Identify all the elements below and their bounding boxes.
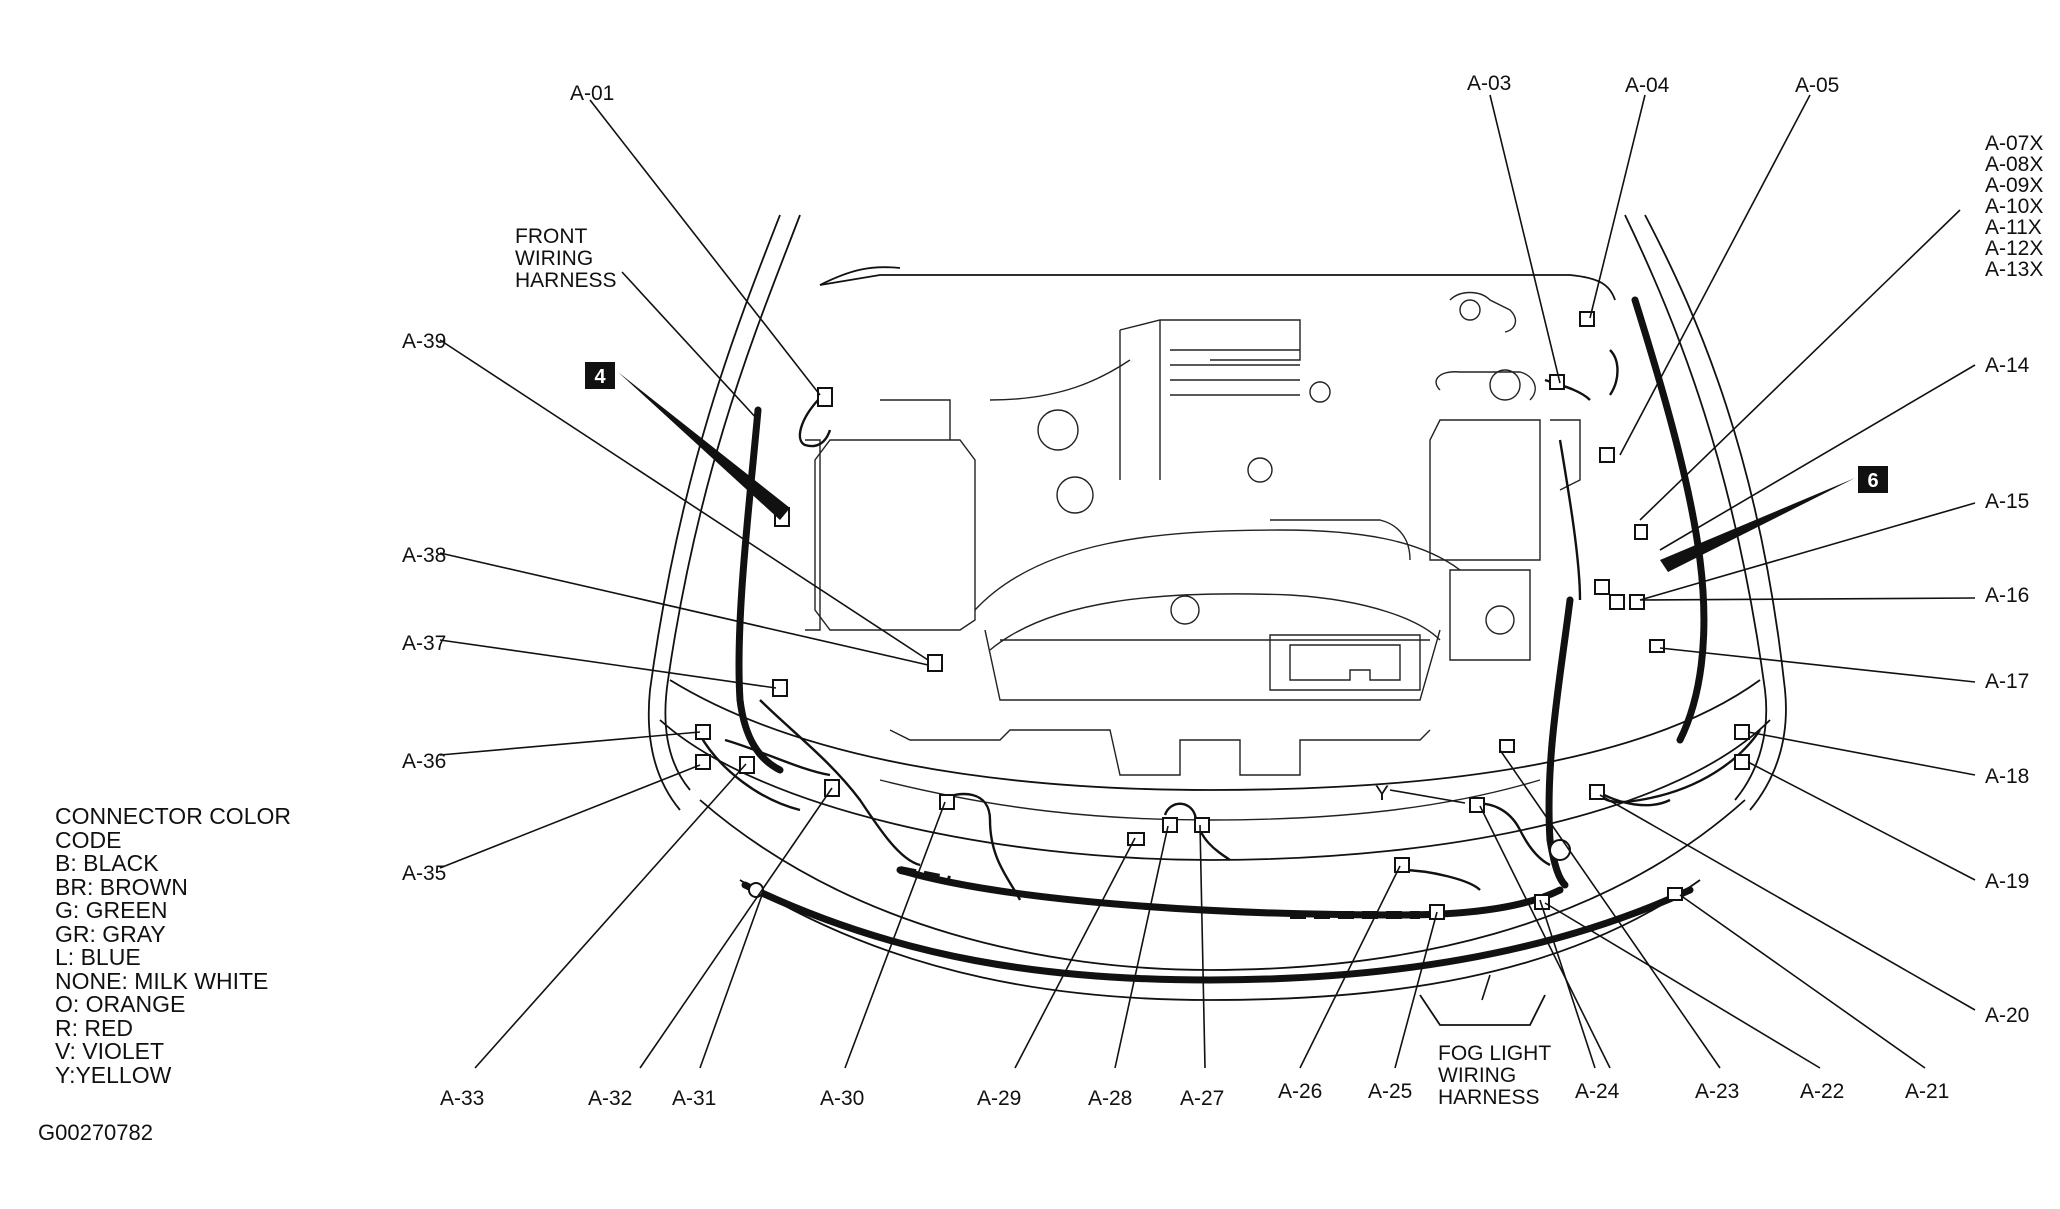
legend-item: NONE: MILK WHITE — [55, 967, 269, 994]
callout-6: 6 — [1660, 466, 1888, 572]
vehicle-body-outline — [647, 214, 1787, 1026]
label-a14: A-14 — [1985, 354, 2030, 377]
front-harness-line3: HARNESS — [515, 269, 617, 292]
callout-6-label: 6 — [1867, 470, 1878, 492]
connector-labels: A-01 A-03 A-04 A-05 A-07X A-08X A-09X A-… — [402, 72, 2043, 1110]
legend-item: Y:YELLOW — [55, 1061, 172, 1088]
label-a03: A-03 — [1467, 72, 1511, 95]
label-a29: A-29 — [977, 1087, 1021, 1110]
label-a10x: A-10X — [1985, 195, 2043, 218]
label-a21: A-21 — [1905, 1080, 1949, 1103]
legend-title-line2: CODE — [55, 826, 122, 853]
label-a30: A-30 — [820, 1087, 864, 1110]
label-a05: A-05 — [1795, 74, 1839, 97]
connector-symbols — [695, 311, 1750, 920]
label-a23: A-23 — [1695, 1080, 1739, 1103]
label-a07x: A-07X — [1985, 132, 2043, 155]
legend-item: R: RED — [55, 1014, 133, 1041]
callout-4-label: 4 — [594, 366, 606, 388]
label-a33: A-33 — [440, 1087, 484, 1110]
label-a24: A-24 — [1575, 1080, 1620, 1103]
legend-item: B: BLACK — [55, 850, 159, 876]
label-a08x: A-08X — [1985, 153, 2043, 176]
label-a28: A-28 — [1088, 1087, 1132, 1110]
legend-item: O: ORANGE — [55, 991, 186, 1017]
engine-block — [805, 319, 1461, 776]
label-a36: A-36 — [402, 750, 446, 773]
label-a01: A-01 — [570, 82, 614, 105]
label-a31: A-31 — [672, 1087, 716, 1110]
legend-item: G: GREEN — [55, 897, 168, 923]
label-a32: A-32 — [588, 1087, 632, 1110]
label-a16: A-16 — [1985, 584, 2029, 607]
front-harness-line2: WIRING — [515, 247, 593, 270]
wiring-harnesses — [698, 296, 1761, 984]
label-a13x: A-13X — [1985, 258, 2043, 281]
legend-title-line1: CONNECTOR COLOR — [55, 803, 291, 829]
battery-area — [1429, 291, 1581, 661]
label-a35: A-35 — [402, 862, 446, 885]
connector-color-legend: CONNECTOR COLOR CODE B: BLACK BR: BROWN … — [55, 803, 291, 1088]
label-a20: A-20 — [1985, 1004, 2029, 1027]
label-a38: A-38 — [402, 544, 446, 567]
legend-item: GR: GRAY — [55, 920, 166, 947]
label-y: Y — [1375, 782, 1389, 805]
label-a19: A-19 — [1985, 870, 2029, 893]
callout-4: 4 — [585, 362, 790, 520]
label-a25: A-25 — [1368, 1080, 1412, 1103]
legend-item: L: BLUE — [55, 944, 141, 970]
label-a37: A-37 — [402, 632, 446, 655]
front-harness-line1: FRONT — [515, 225, 587, 248]
legend-item: BR: BROWN — [55, 873, 188, 900]
label-a18: A-18 — [1985, 765, 2029, 788]
label-a39: A-39 — [402, 330, 446, 353]
leader-lines — [439, 94, 1976, 1069]
label-a12x: A-12X — [1985, 237, 2043, 260]
label-a22: A-22 — [1800, 1080, 1844, 1103]
fog-harness-line1: FOG LIGHT — [1438, 1042, 1551, 1065]
legend-item: V: VIOLET — [55, 1038, 165, 1064]
label-a04: A-04 — [1625, 74, 1670, 97]
label-a17: A-17 — [1985, 670, 2029, 693]
figure-id: G00270782 — [38, 1120, 153, 1145]
label-a11x: A-11X — [1985, 216, 2042, 239]
label-a15: A-15 — [1985, 490, 2029, 513]
label-a09x: A-09X — [1985, 174, 2043, 197]
fog-harness-line3: HARNESS — [1438, 1086, 1540, 1109]
fog-harness-line2: WIRING — [1438, 1064, 1516, 1087]
label-a26: A-26 — [1278, 1080, 1322, 1103]
label-a27: A-27 — [1180, 1087, 1224, 1110]
